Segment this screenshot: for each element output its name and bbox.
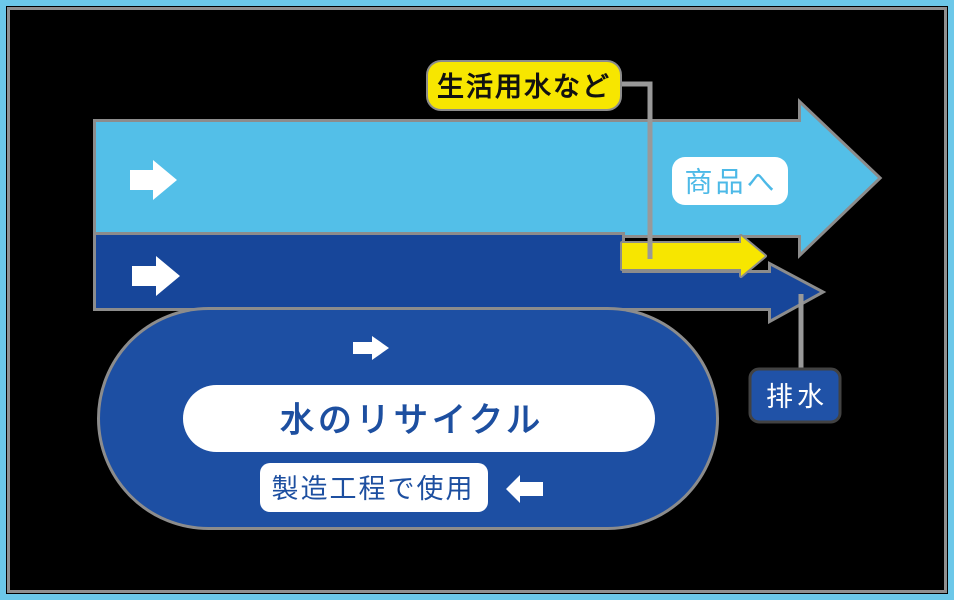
product-label: 商品へ [684,167,777,199]
domestic-water-arrow [620,234,767,278]
drain-box [748,367,842,424]
flow-right-arrow-icon [132,256,180,296]
domestic-water-label-box [426,60,622,111]
product-pill [672,157,788,205]
recycle-label: 水のリサイクル [280,402,544,440]
flow-right-arrow-icon [353,336,389,360]
flow-right-arrow-icon [130,160,177,200]
recycle-pill [183,385,655,452]
process-box [260,463,488,512]
drain-label: 排水 [766,382,828,412]
inner-frame-line [7,7,947,593]
process-label: 製造工程で使用 [272,474,475,504]
domestic-water-label: 生活用水など [437,72,611,102]
flow-left-arrow-icon [506,475,543,503]
domestic-water-connector-line [620,81,653,259]
